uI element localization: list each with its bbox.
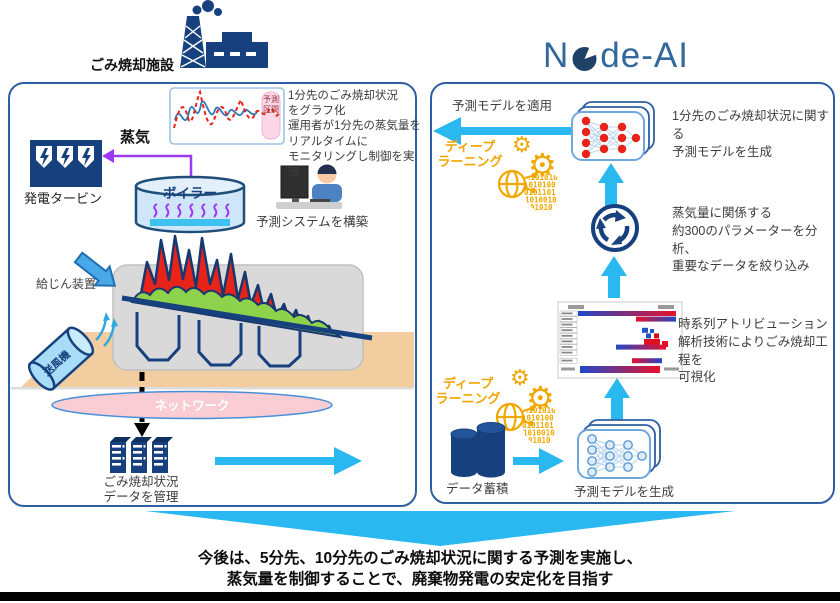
analyze-text: 蒸気量に関係する 約300のパラメーターを分析、 重要なデータを絞り込み xyxy=(672,206,818,274)
summary-line-1: 今後は、5分先、10分先のごみ焼却状況に関する予測を実施し、 xyxy=(197,550,643,567)
turbine-label: 発電タービン xyxy=(24,191,103,206)
forecast-range-label: 予測 区間 xyxy=(263,95,279,114)
deep-learning-label-top: ディープ ラーニング xyxy=(437,139,503,170)
logo-letter-n: N xyxy=(543,36,570,75)
deep-learning-label-bottom: ディープ ラーニング xyxy=(435,376,501,407)
factory-icon xyxy=(180,0,268,68)
server-label: ごみ焼却状況 データを管理 xyxy=(103,475,179,504)
logo-letters-rest: de-AI xyxy=(600,36,689,75)
logo-node-icon xyxy=(572,45,599,71)
attribution-text: 時系列アトリビューション 解析技術によりごみ焼却工程を 可視化 xyxy=(678,317,828,385)
facility-label: ごみ焼却施設 xyxy=(90,57,174,73)
bottom-bar xyxy=(0,592,840,601)
operator-label: 予測システムを構築 xyxy=(256,215,369,229)
facility-panel xyxy=(8,82,417,507)
nodeai-panel xyxy=(430,82,835,504)
nodeai-logo: N de-AI xyxy=(543,36,689,76)
model-generate-label: 予測モデルを生成 xyxy=(574,485,675,499)
steam-label: 蒸気 xyxy=(120,129,151,146)
summary-chevron xyxy=(145,511,735,546)
data-store-label: データ蓄積 xyxy=(446,482,509,496)
feeder-label: 給じん装置 xyxy=(36,277,97,291)
model-top-text: 1分先のごみ焼却状況に関する 予測モデルを生成 xyxy=(672,109,829,159)
apply-model-label: 予測モデルを適用 xyxy=(452,99,553,113)
network-label: ネットワーク xyxy=(154,399,230,413)
monitor-note: 1分先のごみ焼却状況 をグラフ化 運用者が1分先の蒸気量を リアルタイムに モニ… xyxy=(288,90,421,178)
summary-line-2: 蒸気量を制御することで、廃棄物発電の安定化を目指す xyxy=(226,571,614,588)
boiler-label: ボイラー xyxy=(163,186,217,201)
